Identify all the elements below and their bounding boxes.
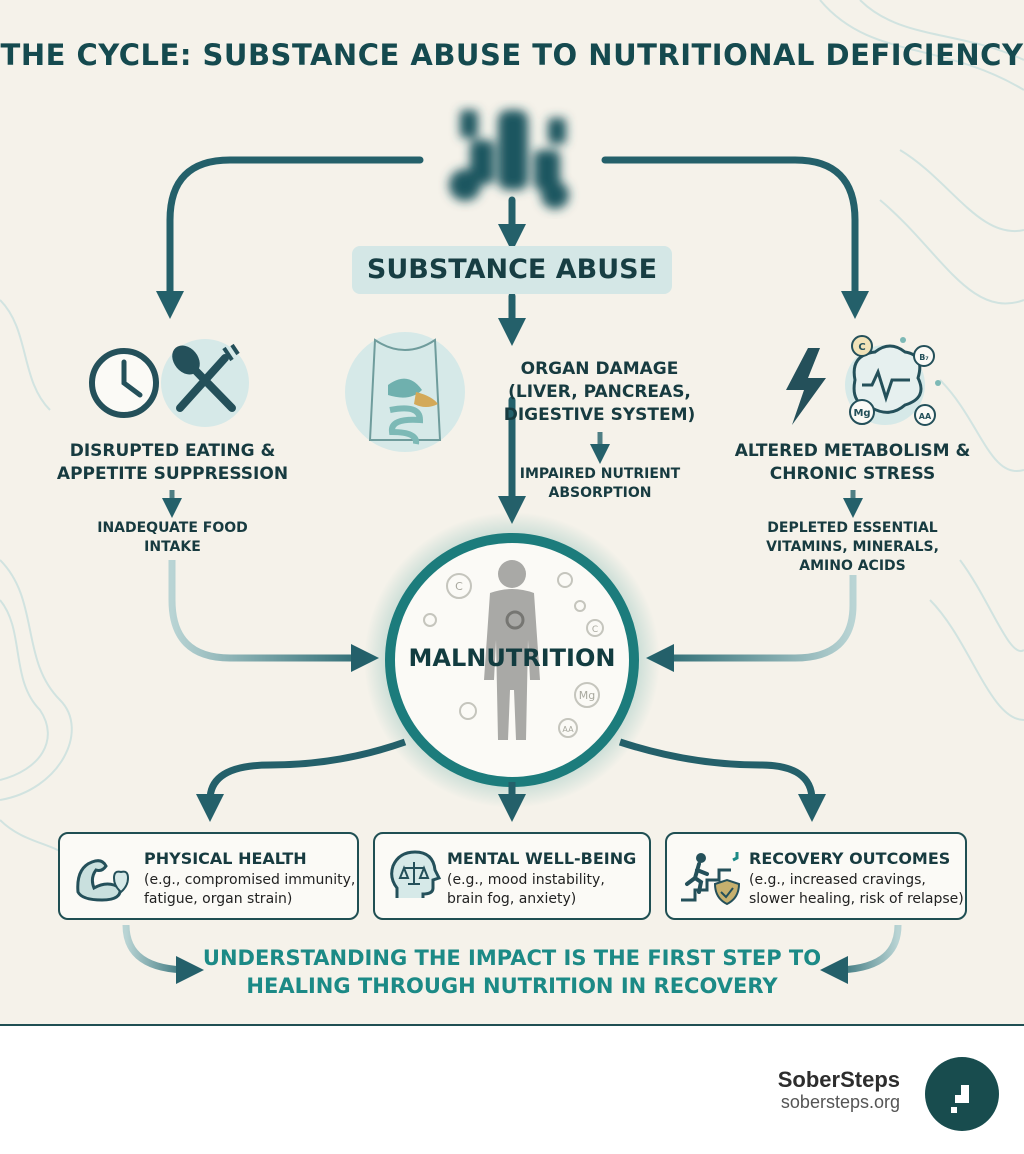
substance-abuse-label: SUBSTANCE ABUSE [352, 246, 672, 294]
malnutrition-hub-label: MALNUTRITION [408, 644, 616, 672]
svg-text:C: C [592, 625, 598, 635]
svg-text:B₇: B₇ [919, 353, 929, 362]
outcome-description: (e.g., mood instability, brain fog, anxi… [447, 872, 605, 907]
svg-text:C: C [455, 580, 463, 593]
svg-text:AA: AA [562, 725, 574, 734]
human-figure-icon [484, 560, 540, 740]
spoon-fork-icon [161, 339, 249, 427]
hub-nutrient-bubbles [423, 572, 604, 738]
left-node-consequence: INADEQUATE FOOD INTAKE [97, 520, 248, 555]
torso-digestive-icon [345, 332, 465, 452]
outcome-arrows [196, 738, 826, 822]
middle-node-title: ORGAN DAMAGE (LIVER, PANCREAS, DIGESTIVE… [503, 359, 696, 425]
svg-text:AA: AA [919, 412, 932, 421]
right-node-title: ALTERED METABOLISM & CHRONIC STRESS [734, 441, 971, 484]
page-title: THE CYCLE: SUBSTANCE ABUSE TO NUTRITIONA… [0, 38, 1024, 72]
tagline: UNDERSTANDING THE IMPACT IS THE FIRST ST… [202, 946, 822, 998]
outcome-description: (e.g., compromised immunity, fatigue, or… [144, 872, 356, 907]
svg-text:Mg: Mg [579, 689, 595, 702]
svg-text:Mg: Mg [853, 408, 870, 419]
outcome-title: RECOVERY OUTCOMES [749, 849, 951, 868]
brand-url[interactable]: sobersteps.org [780, 1092, 900, 1112]
brain-icon [845, 335, 941, 426]
shield-check-icon [713, 878, 741, 906]
footer: SoberSteps sobersteps.org [0, 1024, 1024, 1154]
outcome-title: PHYSICAL HEALTH [144, 849, 307, 868]
clock-icon [89, 348, 159, 418]
substance-bottles-icon [449, 110, 569, 209]
outcome-title: MENTAL WELL-BEING [447, 849, 637, 868]
svg-text:C: C [858, 342, 865, 353]
top-branch-arrows [156, 156, 869, 524]
background-contour-lines [0, 0, 1024, 881]
right-node-consequence: DEPLETED ESSENTIAL VITAMINS, MINERALS, A… [766, 520, 939, 574]
outcome-mental-well-being: MENTAL WELL-BEING (e.g., mood instabilit… [373, 832, 651, 920]
outcome-description: (e.g., increased cravings, slower healin… [749, 872, 964, 907]
lightning-icon [786, 348, 826, 425]
head-scales-icon [390, 850, 441, 898]
outcome-physical-health: PHYSICAL HEALTH (e.g., compromised immun… [58, 832, 359, 920]
small-arrows [162, 432, 863, 518]
heart-pulse-icon [112, 870, 130, 894]
middle-node-consequence: IMPAIRED NUTRIENT ABSORPTION [519, 466, 681, 501]
climbing-stairs-icon [681, 852, 741, 906]
sobersteps-logo-icon[interactable] [925, 1057, 999, 1131]
outcome-recovery: RECOVERY OUTCOMES (e.g., increased cravi… [665, 832, 967, 920]
left-node-title: DISRUPTED EATING & APPETITE SUPPRESSION [56, 441, 289, 484]
flexed-arm-icon [76, 859, 130, 902]
brand-name[interactable]: SoberSteps [777, 1067, 900, 1092]
infographic-poster: C Mg AA C [0, 0, 1024, 1024]
diagram-graphics: C Mg AA C [0, 0, 1024, 984]
